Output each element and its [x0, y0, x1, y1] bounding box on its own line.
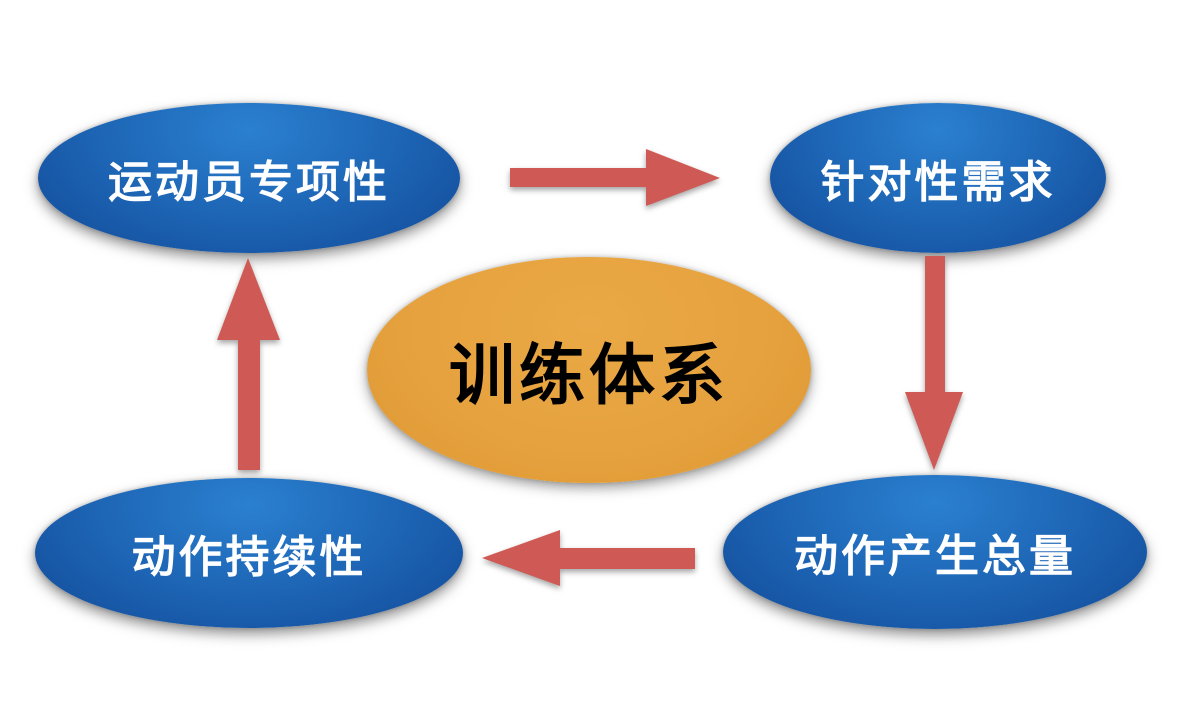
arrow-up-icon — [217, 258, 280, 470]
node-targeted-demand: 针对性需求 — [770, 103, 1106, 253]
node-training-system-label: 训练体系 — [449, 338, 729, 412]
node-athlete-specificity: 运动员专项性 — [38, 103, 460, 253]
node-targeted-demand-label: 针对性需求 — [820, 158, 1056, 207]
node-movement-sustainability-label: 动作持续性 — [131, 533, 367, 582]
node-athlete-specificity-label: 运动员专项性 — [108, 158, 390, 207]
arrow-left-icon — [482, 530, 695, 586]
node-movement-total-output: 动作产生总量 — [723, 475, 1147, 629]
node-training-system-center: 训练体系 — [367, 257, 811, 483]
arrow-right-icon — [510, 149, 720, 206]
node-movement-sustainability: 动作持续性 — [35, 478, 463, 628]
node-movement-total-output-label: 动作产生总量 — [794, 532, 1076, 581]
arrow-down-icon — [905, 256, 963, 470]
